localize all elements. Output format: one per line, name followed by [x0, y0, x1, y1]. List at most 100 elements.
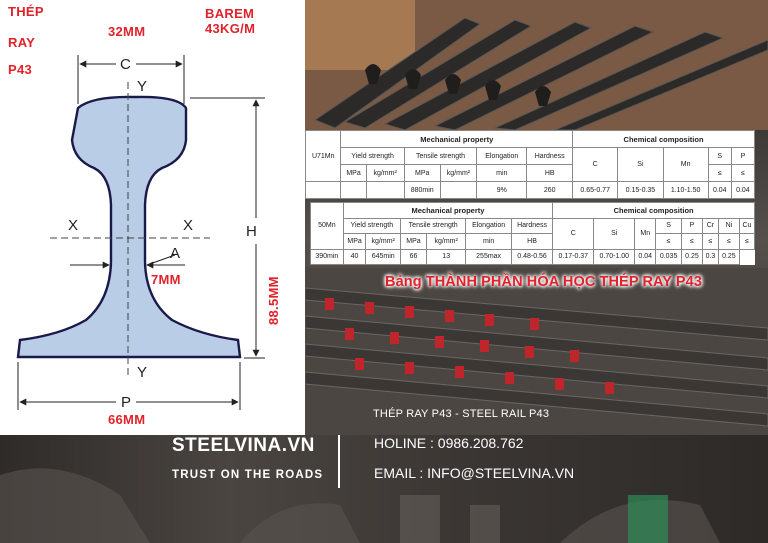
cell-value: 0.25	[717, 248, 740, 265]
cell-value: 255max	[465, 248, 512, 265]
mechanical-chemical-table-u71mn: U71Mn Mechanical property Chemical compo…	[304, 130, 756, 199]
label-y-top: Y	[137, 78, 147, 95]
brand-name: STEELVINA.VN	[172, 435, 315, 456]
chem-header: Chemical composition	[572, 130, 755, 148]
label-h: H	[246, 223, 257, 240]
title-line-1: THÉP	[8, 4, 44, 19]
label-c: C	[120, 56, 131, 73]
cell-value: 390min	[310, 248, 344, 265]
unit-mpa: MPa	[399, 233, 427, 250]
col-si: Si	[617, 147, 664, 182]
unit-le: ≤	[738, 233, 756, 250]
brand-tagline: TRUST ON THE ROADS	[172, 469, 324, 481]
cell-value	[365, 181, 405, 199]
unit-kgmm: kg/mm²	[365, 164, 405, 182]
unit-le: ≤	[717, 233, 740, 250]
unit-hb: HB	[510, 233, 554, 250]
unit-kgmm: kg/mm²	[439, 164, 478, 182]
unit-le: ≤	[681, 233, 703, 250]
cell-value: 66	[399, 248, 427, 265]
cell-value: 0.3	[701, 248, 719, 265]
col-mn: Mn	[634, 217, 657, 250]
cell-value: 645min	[365, 248, 401, 265]
rail-stack-photo-top	[305, 0, 768, 130]
dim-a-value: 7MM	[151, 272, 181, 287]
label-a: A	[170, 245, 180, 262]
hotline-text: HOLINE : 0986.208.762	[374, 435, 524, 451]
cell-value: 880min	[403, 181, 441, 199]
col-tensile: Tensile strength	[403, 147, 478, 165]
unit-le: ≤	[701, 233, 719, 250]
col-ni: Ni	[717, 217, 740, 234]
chem-header: Chemical composition	[552, 202, 755, 219]
unit-mpa: MPa	[342, 233, 367, 250]
dim-h-value: 88.5MM	[266, 276, 281, 325]
cell-value: 0.035	[655, 248, 683, 265]
cell-value: 0.15-0.35	[617, 181, 664, 199]
col-c: C	[572, 147, 619, 182]
col-s: S	[655, 217, 683, 234]
col-tensile: Tensile strength	[399, 217, 467, 234]
unit-le: ≤	[730, 164, 756, 182]
cell-value: 260	[526, 181, 574, 199]
col-cu: Cu	[738, 217, 756, 234]
unit-kgmm: kg/mm²	[425, 233, 467, 250]
footer-rail-background	[0, 468, 720, 543]
col-cr: Cr	[701, 217, 719, 234]
barem-label: BAREM 43KG/M	[205, 6, 256, 36]
label-p: P	[121, 394, 131, 411]
unit-kgmm: kg/mm²	[365, 233, 401, 250]
unit-le: ≤	[655, 233, 683, 250]
cell-value: 0.04	[634, 248, 657, 265]
cell-value: 0.25	[681, 248, 703, 265]
mech-header: Mechanical property	[342, 202, 554, 219]
unit-min: min	[465, 233, 512, 250]
mech-header: Mechanical property	[340, 130, 574, 148]
dim-h-container: 88.5MM	[266, 255, 286, 325]
cell-value: 0.70-1.00	[593, 248, 636, 265]
unit-hb: HB	[526, 164, 574, 182]
col-yield: Yield strength	[340, 147, 405, 165]
grade-50mn: 50Mn	[310, 202, 344, 250]
mechanical-chemical-table-50mn: 50Mn Mechanical property Chemical compos…	[310, 202, 756, 265]
cell-value: 0.04	[730, 181, 756, 199]
col-yield: Yield strength	[342, 217, 401, 234]
col-p: P	[730, 147, 756, 165]
unit-min: min	[476, 164, 528, 182]
col-s: S	[707, 147, 732, 165]
col-elongation: Elongation	[476, 147, 528, 165]
cell-value	[439, 181, 478, 199]
cell-value	[340, 181, 367, 199]
col-c: C	[552, 217, 595, 250]
col-hardness: Hardness	[526, 147, 574, 165]
footer-bar: STEELVINA.VN TRUST ON THE ROADS HOLINE :…	[0, 435, 768, 543]
title-line-3: P43	[8, 62, 33, 77]
col-elongation: Elongation	[465, 217, 512, 234]
col-mn: Mn	[662, 147, 709, 182]
rail-diagram-panel: C Y X X A H Y P THÉP RAY P43 BAREM 43KG/…	[0, 0, 305, 435]
label-x-left: X	[68, 217, 78, 234]
col-hardness: Hardness	[510, 217, 554, 234]
unit-mpa: MPa	[403, 164, 441, 182]
cell-value: 1.10-1.50	[662, 181, 709, 199]
cell-value: 0.04	[707, 181, 732, 199]
label-y-bottom: Y	[137, 364, 147, 381]
rail-cross-section-diagram: C Y X X A H Y P	[16, 55, 265, 411]
col-si: Si	[593, 217, 636, 250]
title-line-2: RAY	[8, 35, 36, 50]
product-line: THÉP RAY P43 - STEEL RAIL P43	[373, 408, 550, 420]
cell-value: 0.17-0.37	[552, 248, 595, 265]
dim-p-value: 66MM	[108, 412, 146, 427]
table-caption: Bảng THÀNH PHẦN HÓA HỌC THÉP RAY P43	[385, 274, 703, 290]
rail-stack-photo-bottom	[305, 268, 768, 435]
cell-value: 13	[425, 248, 467, 265]
rail-profile-shape	[16, 95, 242, 359]
cell-value: 0.48-0.56	[510, 248, 554, 265]
cell-value: 40	[342, 248, 367, 265]
cell-value: 9%	[476, 181, 528, 199]
label-x-right: X	[183, 217, 193, 234]
col-p: P	[681, 217, 703, 234]
footer-divider	[338, 435, 340, 488]
dim-c-value: 32MM	[108, 24, 146, 39]
unit-mpa: MPa	[340, 164, 367, 182]
